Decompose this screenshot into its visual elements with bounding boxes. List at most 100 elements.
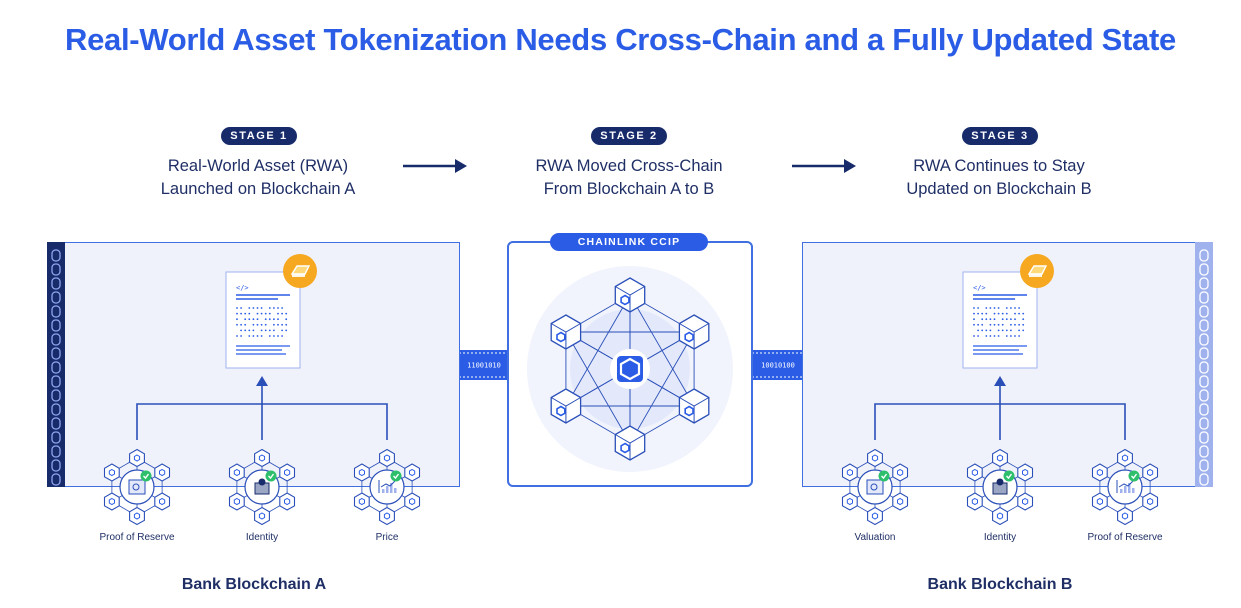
hexagon-node-icon (379, 448, 395, 468)
hexagon-node-icon (154, 463, 171, 482)
code-tag: </> (236, 284, 249, 292)
ccip-network-diagram (527, 266, 733, 472)
gold-bar-token-icon (1020, 254, 1054, 288)
hexagon-node-icon (867, 448, 883, 468)
chain-link-icon (1199, 263, 1209, 276)
chain-link-icon (1199, 361, 1209, 374)
hexagon-node-icon (129, 448, 145, 468)
chain-link-icon (1199, 375, 1209, 388)
node-label-valuation-b: Valuation (854, 532, 896, 543)
blockchain-node-icon (614, 425, 646, 461)
node-label-price-a: Price (375, 532, 399, 543)
chain-link-icon (1199, 403, 1209, 416)
chain-link-icon (51, 459, 61, 472)
chain-link-icon (51, 361, 61, 374)
stage-1-title: Real-World Asset (RWA) Launched on Block… (118, 155, 398, 201)
blockchain-node-icon (550, 388, 582, 424)
hexagon-node-icon (279, 492, 296, 511)
ccip-label: CHAINLINK CCIP (550, 233, 708, 251)
chain-link-icon (51, 347, 61, 360)
stage-1-line2: Launched on Blockchain A (160, 180, 356, 198)
chain-link-icon (51, 473, 61, 486)
chain-link-icon (51, 389, 61, 402)
code-document-icon: </> (962, 271, 1038, 369)
chain-link-icon (51, 375, 61, 388)
hexagon-node-icon (404, 463, 421, 482)
checkmark-icon (1128, 470, 1140, 482)
user-id-icon (992, 478, 1008, 495)
stage-3-title: RWA Continues to Stay Updated on Blockch… (859, 155, 1139, 201)
chart-icon (1116, 480, 1135, 493)
hexagon-node-icon (254, 448, 270, 468)
chain-link-icon (1199, 473, 1209, 486)
blockchain-b-chain-strip (1195, 242, 1213, 487)
hexagon-node-icon (228, 463, 245, 482)
binary-connector-left: 11001010 (459, 350, 509, 380)
chain-link-icon (51, 249, 61, 262)
blockchain-a-chain-strip (47, 242, 65, 487)
hexagon-node-icon (1017, 492, 1034, 511)
node-label-proof-of-reserve-b: Proof of Reserve (1087, 532, 1163, 543)
chain-link-icon (51, 445, 61, 458)
hexagon-node-icon (892, 492, 909, 511)
oracle-node-cluster (966, 448, 1034, 526)
hexagon-node-icon (966, 492, 983, 511)
hexagon-node-icon (892, 463, 909, 482)
node-label-identity-a: Identity (245, 532, 279, 543)
chain-link-icon (51, 431, 61, 444)
chain-link-icon (1199, 319, 1209, 332)
hexagon-node-icon (279, 463, 296, 482)
hexagon-node-icon (1142, 492, 1159, 511)
chainlink-logo-icon (610, 349, 650, 389)
gold-bar-token-icon (283, 254, 317, 288)
arrow-right-icon (403, 159, 467, 173)
hexagon-node-icon (966, 463, 983, 482)
binary-connector-right: 10010100 (752, 350, 804, 380)
blockchain-node-icon (678, 388, 710, 424)
hexagon-node-icon (129, 506, 145, 526)
checkmark-icon (140, 470, 152, 482)
stage-2-line1: RWA Moved Cross-Chain (535, 157, 723, 175)
chain-link-icon (51, 305, 61, 318)
blockchain-node-icon (550, 314, 582, 350)
chain-link-icon (1199, 305, 1209, 318)
user-id-icon (254, 478, 270, 495)
hexagon-node-icon (1117, 506, 1133, 526)
hexagon-node-icon (103, 492, 120, 511)
oracle-node-cluster (1091, 448, 1159, 526)
checkmark-icon (390, 470, 402, 482)
chain-link-icon (51, 333, 61, 346)
chain-link-icon (1199, 389, 1209, 402)
binary-text-left: 11001010 (467, 362, 501, 370)
bank-blockchain-a-label: Bank Blockchain A (181, 576, 327, 593)
stage-3-line1: RWA Continues to Stay (913, 157, 1085, 175)
chain-link-icon (51, 319, 61, 332)
blockchain-node-icon (678, 314, 710, 350)
hexagon-node-icon (228, 492, 245, 511)
binary-text-right: 10010100 (761, 362, 795, 370)
chain-link-icon (51, 263, 61, 276)
stage-2-pill: STAGE 2 (591, 127, 667, 145)
chain-link-icon (1199, 291, 1209, 304)
hexagon-node-icon (841, 463, 858, 482)
chain-link-icon (1199, 333, 1209, 346)
arrow-right-icon (792, 159, 856, 173)
hexagon-node-icon (404, 492, 421, 511)
hexagon-node-icon (1117, 448, 1133, 468)
stage-2-line2: From Blockchain A to B (543, 180, 715, 198)
bank-blockchain-b-label: Bank Blockchain B (927, 576, 1073, 593)
chain-link-icon (1199, 445, 1209, 458)
oracle-node-cluster (353, 448, 421, 526)
hexagon-node-icon (154, 492, 171, 511)
chain-link-icon (1199, 249, 1209, 262)
chain-link-icon (51, 277, 61, 290)
node-label-proof-of-reserve-a: Proof of Reserve (99, 532, 175, 543)
hexagon-node-icon (1091, 463, 1108, 482)
hexagon-node-icon (353, 492, 370, 511)
chain-link-icon (1199, 277, 1209, 290)
stage-3-line2: Updated on Blockchain B (906, 180, 1092, 198)
hexagon-node-icon (992, 448, 1008, 468)
code-tag: </> (973, 284, 986, 292)
hexagon-node-icon (867, 506, 883, 526)
